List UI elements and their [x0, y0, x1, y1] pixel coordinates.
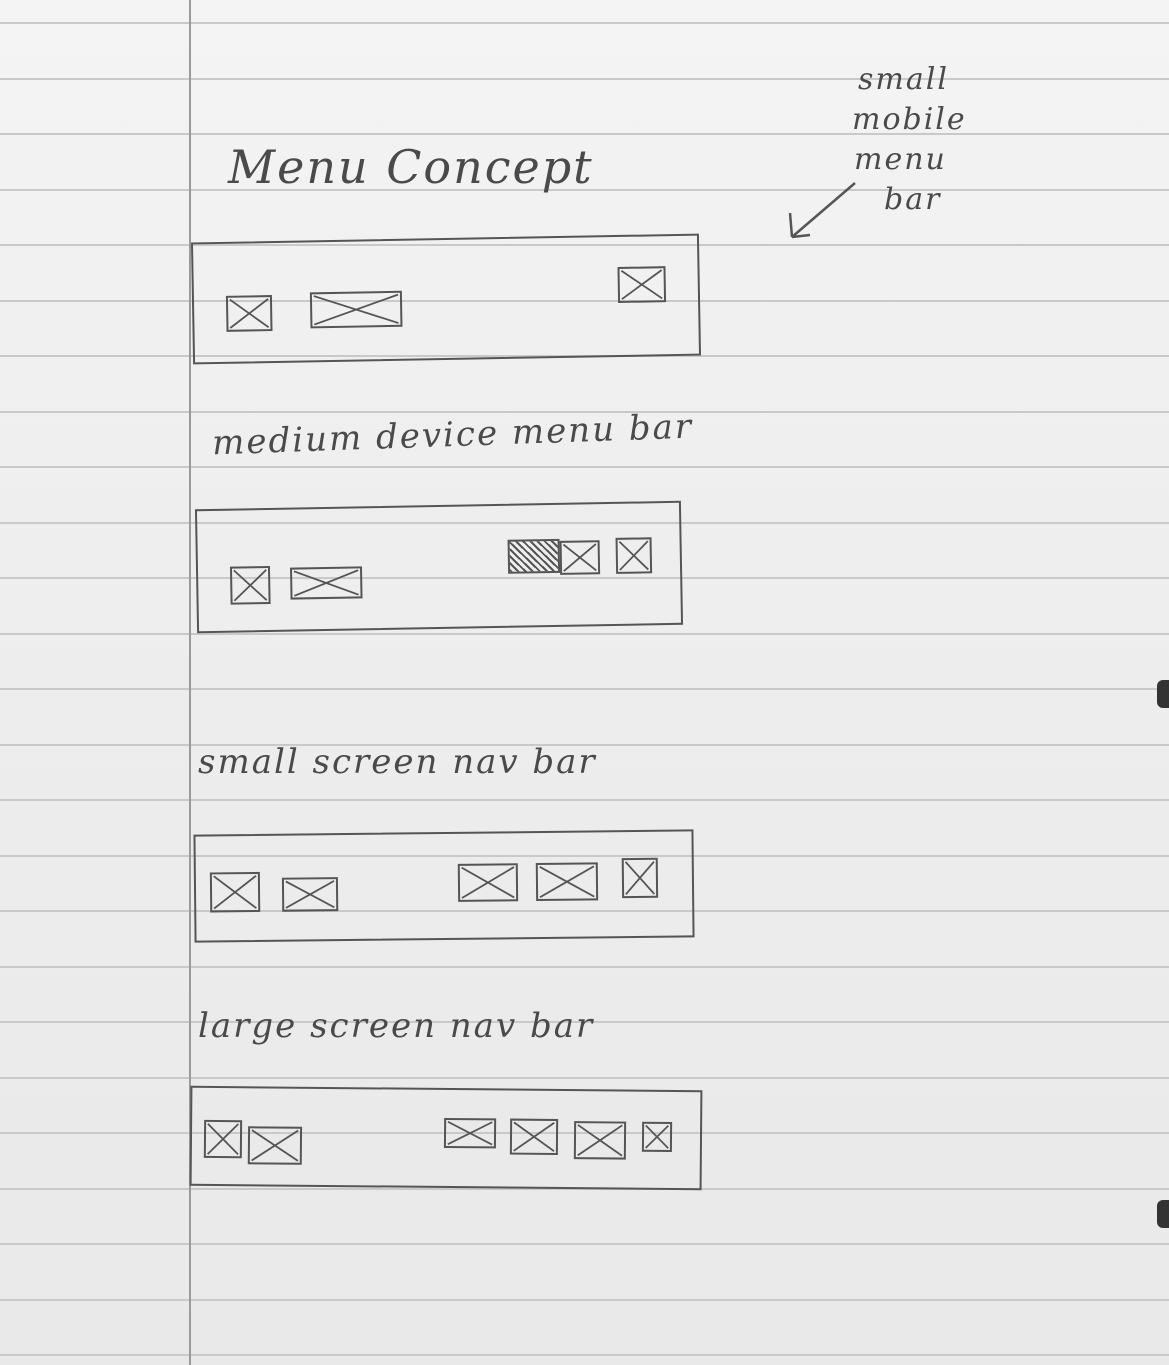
image-placeholder-icon — [209, 871, 261, 913]
image-placeholder-icon — [203, 1119, 243, 1159]
side-note-line-4: bar — [884, 182, 942, 217]
image-placeholder-icon — [509, 1118, 559, 1155]
image-placeholder-icon — [615, 537, 653, 574]
medium-device-menu-bar-wireframe — [194, 500, 684, 634]
image-placeholder-icon — [641, 1121, 673, 1152]
image-placeholder-icon — [443, 1117, 497, 1149]
ruled-line — [0, 1299, 1169, 1301]
ruled-line — [0, 78, 1169, 80]
ruled-line — [0, 244, 1169, 246]
ruled-line — [0, 522, 1169, 524]
ruled-line — [0, 688, 1169, 690]
side-note-line-3: menu — [854, 142, 947, 177]
section-label-small: small screen nav bar — [198, 742, 597, 782]
ruled-line — [0, 1132, 1169, 1134]
image-placeholder-icon — [309, 290, 403, 329]
section-label-medium: medium device menu bar — [211, 406, 694, 464]
image-placeholder-icon — [621, 857, 659, 899]
arrow-icon — [788, 182, 856, 239]
margin-line — [189, 0, 191, 1365]
hatched-icon — [507, 538, 561, 574]
large-screen-nav-bar-wireframe — [189, 1085, 703, 1191]
image-placeholder-icon — [617, 266, 667, 303]
ruled-line — [0, 855, 1169, 857]
mobile-menu-bar-wireframe — [190, 233, 702, 365]
image-placeholder-icon — [573, 1121, 627, 1160]
image-placeholder-icon — [535, 862, 599, 902]
image-placeholder-icon — [281, 877, 339, 912]
image-placeholder-icon — [247, 1126, 303, 1165]
ruled-line — [0, 966, 1169, 968]
side-note-line-1: small — [858, 62, 949, 97]
small-screen-nav-bar-wireframe — [193, 829, 695, 943]
image-placeholder-icon — [289, 566, 363, 600]
image-placeholder-icon — [229, 565, 271, 605]
ruled-line — [0, 633, 1169, 635]
ruled-line — [0, 799, 1169, 801]
ruled-line — [0, 1243, 1169, 1245]
ruled-line — [0, 300, 1169, 302]
ruled-line — [0, 1188, 1169, 1190]
ruled-line — [0, 1354, 1169, 1356]
ruled-line — [0, 1021, 1169, 1023]
ruled-line — [0, 466, 1169, 468]
image-placeholder-icon — [559, 540, 601, 575]
ruled-line — [0, 22, 1169, 24]
ruled-line — [0, 744, 1169, 746]
side-note: small mobile menu bar — [780, 60, 1020, 280]
ruled-line — [0, 133, 1169, 135]
binder-hole-icon — [1157, 680, 1169, 708]
image-placeholder-icon — [225, 295, 273, 332]
ruled-line — [0, 910, 1169, 912]
section-label-large: large screen nav bar — [198, 1006, 595, 1046]
ruled-line — [0, 411, 1169, 413]
ruled-line — [0, 189, 1169, 191]
ruled-line — [0, 355, 1169, 357]
side-note-line-2: mobile — [852, 102, 967, 137]
ruled-line — [0, 1077, 1169, 1079]
image-placeholder-icon — [457, 863, 519, 902]
binder-hole-icon — [1157, 1200, 1169, 1228]
ruled-line — [0, 577, 1169, 579]
page-title: Menu Concept — [228, 140, 594, 194]
